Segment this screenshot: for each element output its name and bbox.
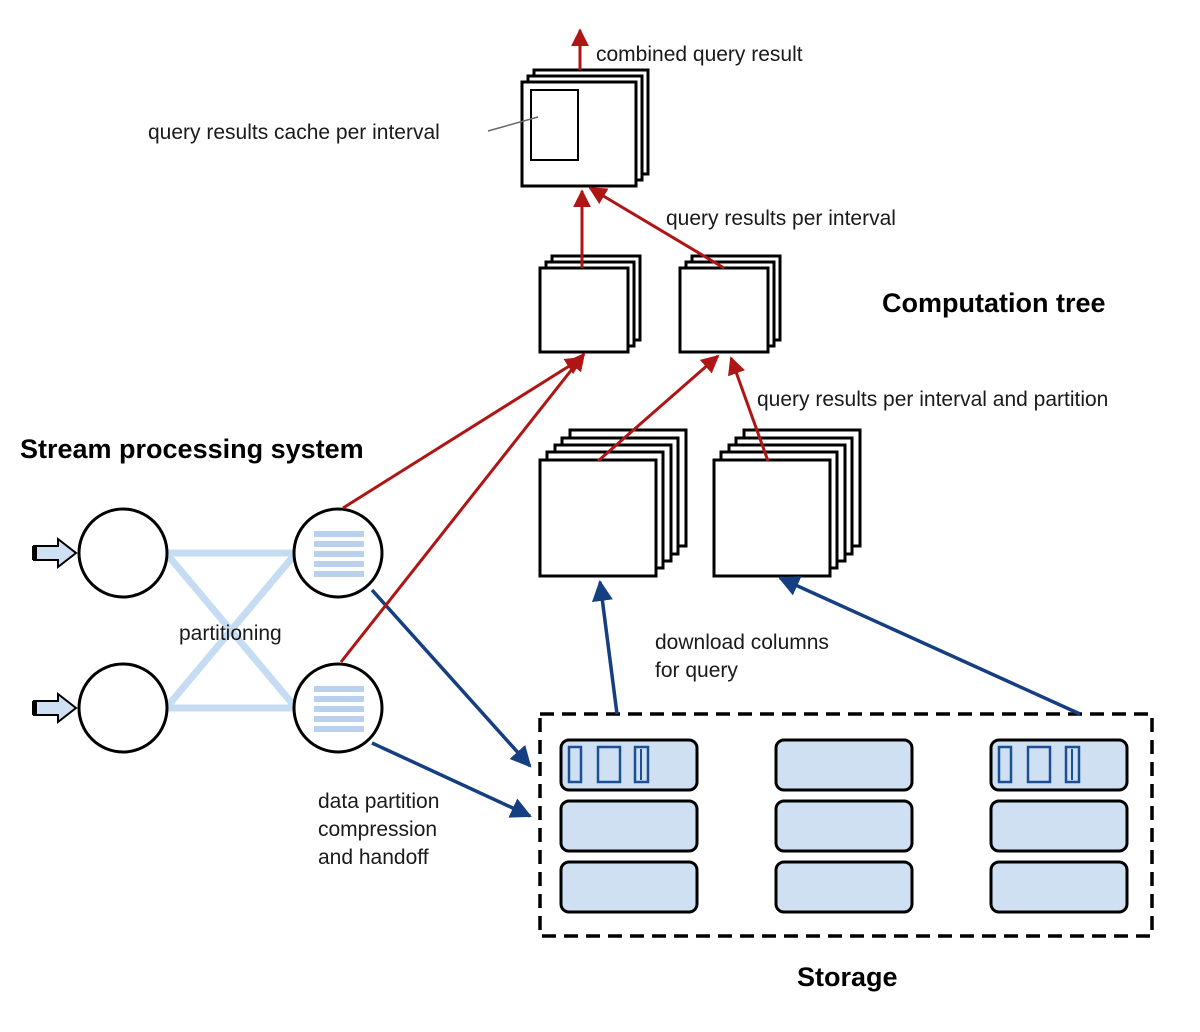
storage-segment xyxy=(559,799,699,853)
cache-label: query results cache per interval xyxy=(148,121,440,144)
buffer-bars-icon xyxy=(314,531,364,577)
ingest-node-top xyxy=(77,507,169,599)
processing-node-bottom xyxy=(292,662,384,754)
input-arrow-bottom xyxy=(32,691,78,725)
handoff-arrow-top xyxy=(370,588,532,768)
combined-result-node xyxy=(520,68,650,188)
partitioning-lines xyxy=(163,549,299,712)
input-arrow-top xyxy=(32,536,78,570)
partitioning-label: partitioning xyxy=(179,622,282,645)
download-label-line2: for query xyxy=(655,659,738,682)
cache-leader-line xyxy=(487,116,539,132)
storage-segment xyxy=(559,860,699,914)
storage-segment xyxy=(774,860,914,914)
storage-column-1 xyxy=(559,738,699,914)
interval-node-right xyxy=(678,254,782,354)
query-arrow-interval-right xyxy=(588,186,725,270)
storage-segment xyxy=(989,738,1129,792)
column-files-icon xyxy=(567,745,650,784)
download-label-line1: download columns xyxy=(655,631,829,654)
query-arrow-partition-right xyxy=(728,356,770,462)
partition-node-right xyxy=(712,428,862,578)
download-arrow-right xyxy=(778,576,1081,716)
buffer-bars-icon xyxy=(314,686,364,732)
query-arrow-partition-left xyxy=(597,354,720,463)
storage-column-3 xyxy=(989,738,1129,914)
processing-node-top xyxy=(292,507,384,599)
ingest-node-bottom xyxy=(77,662,169,754)
storage-segment xyxy=(989,860,1129,914)
combined-result-label: combined query result xyxy=(596,43,803,66)
storage-title: Storage xyxy=(797,962,898,992)
handoff-label-line3: and handoff xyxy=(318,846,429,869)
column-files-icon xyxy=(997,745,1081,784)
storage-segment xyxy=(774,738,914,792)
computation-tree-title: Computation tree xyxy=(882,288,1106,318)
query-arrow-stream-bottom xyxy=(339,352,586,663)
per-partition-label: query results per interval and partition xyxy=(757,388,1108,411)
interval-node-left xyxy=(538,254,642,354)
handoff-label-line1: data partition xyxy=(318,790,439,813)
download-arrow-left xyxy=(592,579,619,715)
results-cache-block xyxy=(530,89,579,161)
stream-processing-title: Stream processing system xyxy=(20,434,364,464)
storage-column-2 xyxy=(774,738,914,914)
per-interval-label: query results per interval xyxy=(666,207,896,230)
handoff-label-line2: compression xyxy=(318,818,437,841)
handoff-arrow-bottom xyxy=(371,741,532,818)
storage-segment xyxy=(559,738,699,792)
partition-node-left xyxy=(538,428,688,578)
storage-segment xyxy=(989,799,1129,853)
partition-line-cross-up xyxy=(163,550,299,711)
query-arrow-stream-top xyxy=(342,356,584,510)
storage-segment xyxy=(774,799,914,853)
